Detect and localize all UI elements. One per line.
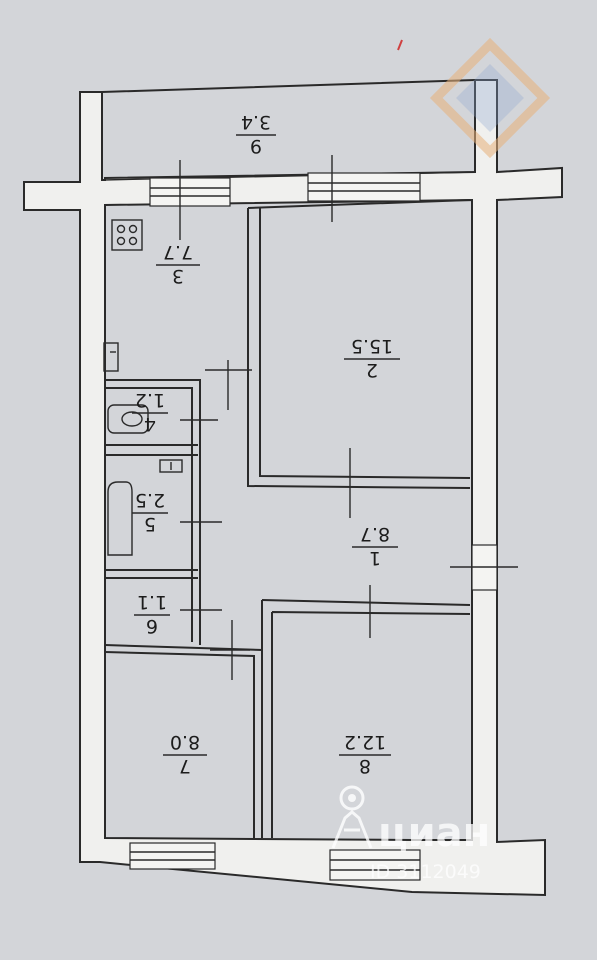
svg-text:3.4: 3.4 [241,111,271,133]
room-label-9: 9 3.4 [236,111,276,157]
room-label-4: 4 1.2 [132,389,168,435]
svg-text:2.5: 2.5 [135,489,165,511]
svg-text:3: 3 [172,265,184,287]
svg-text:4: 4 [144,413,156,435]
svg-text:8.0: 8.0 [170,731,200,753]
stove-icon [111,219,143,251]
red-mark [397,39,403,51]
svg-text:9: 9 [250,135,262,157]
svg-text:1: 1 [369,547,381,569]
svg-text:5: 5 [144,513,156,535]
location-pin-icon [331,785,373,849]
window-right [450,544,518,591]
balcony-outline [101,79,476,180]
svg-text:циан: циан [378,810,490,856]
interior-walls [104,199,471,838]
outer-walls [23,79,563,897]
room-label-7: 7 8.0 [163,731,207,777]
room-label-3: 3 7.7 [156,241,200,287]
room-label-6: 6 1.1 [134,591,170,637]
room-label-2: 2 15.5 [344,335,400,381]
window-bottom-left [129,842,216,870]
bathtub-icon [107,481,133,556]
toilet-icon [107,404,149,434]
logo-watermark-icon [429,37,551,159]
sink-icon [103,342,119,372]
room-label-8: 8 12.2 [339,731,391,777]
svg-text:12.2: 12.2 [344,731,386,753]
svg-text:8: 8 [359,755,371,777]
room-label-1: 1 8.7 [352,523,398,569]
svg-text:1.2: 1.2 [135,389,165,411]
svg-text:1.1: 1.1 [137,591,167,613]
window-bottom-right [329,849,421,881]
svg-text:2: 2 [366,359,378,381]
room-label-5: 5 2.5 [132,489,168,535]
svg-text:6: 6 [146,615,158,637]
cian-watermark: циан ID 3112049 [331,785,490,883]
svg-text:15.5: 15.5 [351,335,393,357]
washbasin-icon [159,459,183,473]
svg-text:7.7: 7.7 [163,241,193,263]
window-top-left [149,177,231,207]
window-top-right [307,172,421,202]
svg-text:7: 7 [179,755,191,777]
door-markers [179,155,371,680]
svg-text:8.7: 8.7 [360,523,390,545]
svg-text:ID 3112049: ID 3112049 [370,861,481,883]
